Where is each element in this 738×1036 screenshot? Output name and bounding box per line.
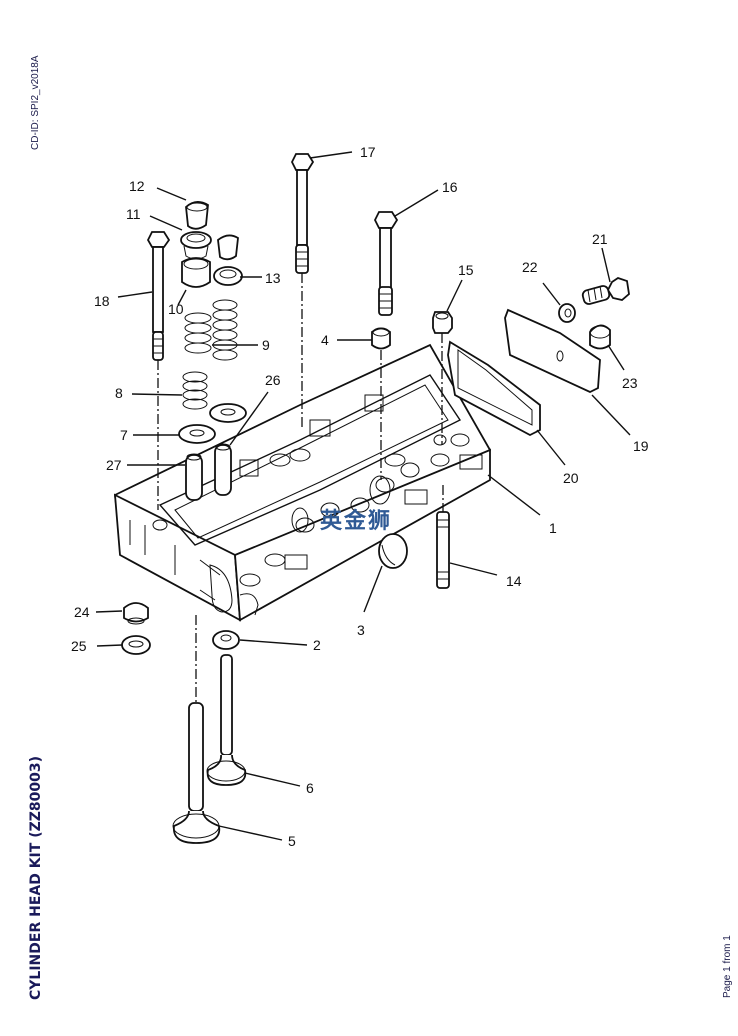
leader-lines xyxy=(95,151,631,841)
spring-washer[interactable] xyxy=(558,303,576,323)
callout-5: 5 xyxy=(288,833,296,849)
callout-25: 25 xyxy=(71,638,87,654)
spring-retainer[interactable] xyxy=(180,231,212,260)
head-bolt-short[interactable] xyxy=(373,211,399,316)
valve-guides[interactable] xyxy=(185,443,232,501)
callout-27: 27 xyxy=(106,457,122,473)
callout-23: 23 xyxy=(622,375,638,391)
spring-retainer-alt[interactable] xyxy=(213,266,243,286)
callout-26: 26 xyxy=(265,372,281,388)
callout-20: 20 xyxy=(563,470,579,486)
callout-9: 9 xyxy=(262,337,270,353)
callout-labels: 12 11 10 13 9 18 8 7 27 26 17 16 4 15 21… xyxy=(71,144,649,849)
bolt[interactable] xyxy=(581,277,630,305)
callout-19: 19 xyxy=(633,438,649,454)
valve-collet[interactable] xyxy=(185,201,209,230)
callout-24: 24 xyxy=(74,604,90,620)
spring-seat-washer[interactable] xyxy=(178,403,247,444)
callout-11: 11 xyxy=(126,206,141,222)
callout-2: 2 xyxy=(313,637,321,653)
head-bolt-long[interactable] xyxy=(290,153,315,430)
callout-4: 4 xyxy=(321,332,329,348)
sealing-washer[interactable] xyxy=(121,635,151,655)
head-bolt-side[interactable] xyxy=(146,231,171,510)
callout-1: 1 xyxy=(549,520,557,536)
callout-3: 3 xyxy=(357,622,365,638)
cover-plate[interactable] xyxy=(504,308,601,393)
callout-21: 21 xyxy=(592,231,608,247)
valve-seat-insert[interactable] xyxy=(195,615,240,703)
valve-stem-seal[interactable] xyxy=(181,257,211,288)
plug-small[interactable] xyxy=(123,602,149,625)
stud[interactable] xyxy=(436,485,450,589)
intake-valve[interactable] xyxy=(172,702,221,844)
callout-12: 12 xyxy=(129,178,145,194)
callout-18: 18 xyxy=(94,293,110,309)
plug[interactable] xyxy=(589,324,611,350)
callout-17: 17 xyxy=(360,144,376,160)
watermark: 英金狮 xyxy=(320,509,393,534)
cylinder-head[interactable] xyxy=(113,343,491,622)
core-plug[interactable] xyxy=(378,533,408,569)
injector-seal[interactable] xyxy=(371,327,391,480)
nut[interactable] xyxy=(432,311,453,445)
callout-13: 13 xyxy=(265,270,281,286)
callout-7: 7 xyxy=(120,427,128,443)
callout-22: 22 xyxy=(522,259,538,275)
valve-spring-upper[interactable] xyxy=(184,299,238,361)
exhaust-valve[interactable] xyxy=(206,654,247,786)
cover-gasket[interactable] xyxy=(447,340,541,437)
callout-14: 14 xyxy=(506,573,522,589)
callout-16: 16 xyxy=(442,179,458,195)
valve-spring-lower[interactable] xyxy=(182,371,208,410)
callout-10: 10 xyxy=(168,301,184,317)
callout-6: 6 xyxy=(306,780,314,796)
callout-8: 8 xyxy=(115,385,123,401)
valve-collet-alt[interactable] xyxy=(217,234,239,261)
callout-15: 15 xyxy=(458,262,474,278)
